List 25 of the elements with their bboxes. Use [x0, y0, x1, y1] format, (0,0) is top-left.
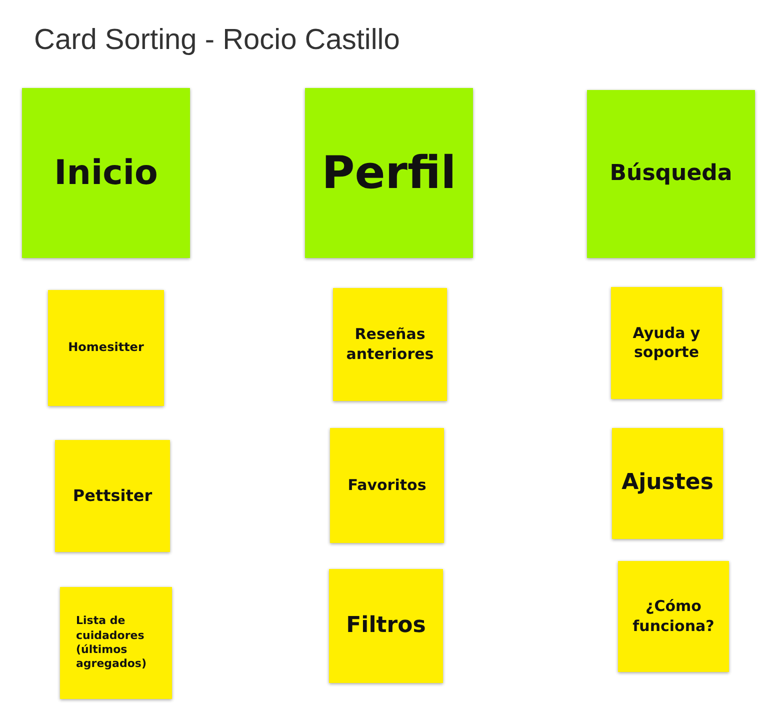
sticky-note — [55, 440, 170, 552]
sticky-note — [48, 290, 164, 406]
sticky-note — [612, 428, 723, 539]
sticky-note — [333, 288, 447, 401]
card-label: Homesitter — [68, 340, 144, 356]
category-label: Búsqueda — [610, 160, 732, 188]
category-card — [22, 88, 190, 258]
category-card — [305, 88, 473, 258]
category-card — [587, 90, 755, 258]
board-title: Card Sorting - Rocio Castillo — [34, 24, 400, 57]
category-label: Perfil — [322, 144, 456, 201]
sticky-note — [330, 428, 444, 543]
card-label: Filtros — [346, 612, 426, 640]
sticky-note — [60, 587, 172, 699]
card-label: Pettsiter — [72, 486, 152, 506]
card-label: Lista de cuidadores (últimos agregados) — [76, 614, 148, 672]
sticky-note — [618, 561, 729, 672]
sticky-note — [329, 569, 443, 683]
card-label: ¿Cómo funciona? — [632, 597, 716, 636]
card-label: Favoritos — [348, 476, 426, 496]
sticky-note — [611, 287, 722, 399]
card-label: Ayuda y soporte — [632, 324, 702, 362]
card-label: Reseñas anteriores — [345, 325, 435, 364]
card-label: Ajustes — [622, 469, 714, 498]
category-label: Inicio — [54, 152, 158, 195]
